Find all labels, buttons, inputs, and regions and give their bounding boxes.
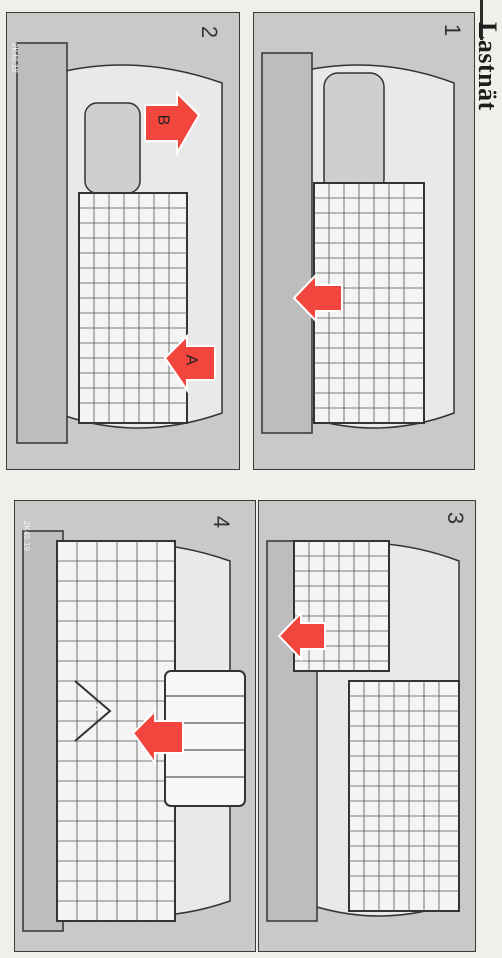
arrow-label-a: A bbox=[181, 355, 199, 366]
figure-code: 2K40.19 bbox=[22, 521, 31, 551]
step-number: 1 bbox=[439, 24, 465, 36]
illustration-step-1: 1 bbox=[253, 12, 475, 470]
cargo-area-drawing bbox=[259, 501, 475, 951]
section-title: Lastnät bbox=[478, 22, 502, 111]
cargo-net bbox=[349, 681, 459, 911]
cargo-area-drawing bbox=[254, 13, 474, 469]
section-heading: Lastnät bbox=[478, 0, 502, 200]
arrow-label-b: B bbox=[153, 115, 171, 126]
cargo-area-drawing bbox=[15, 501, 255, 951]
cargo-net-folded bbox=[294, 541, 389, 671]
figure-code: 2K40.18 bbox=[10, 43, 19, 73]
step-number: 2 bbox=[196, 26, 222, 38]
cargo-net bbox=[79, 193, 187, 423]
illustration-step-3: 3 bbox=[258, 500, 476, 952]
step-number: 3 bbox=[442, 512, 468, 524]
cargo-area-drawing bbox=[7, 13, 239, 469]
illustration-step-4: 4 A 2K40.19 bbox=[14, 500, 256, 952]
arrow-label-a: A bbox=[85, 701, 106, 713]
illustration-step-2: 2 B A 2K40.18 bbox=[6, 12, 240, 470]
step-number: 4 bbox=[208, 516, 234, 528]
